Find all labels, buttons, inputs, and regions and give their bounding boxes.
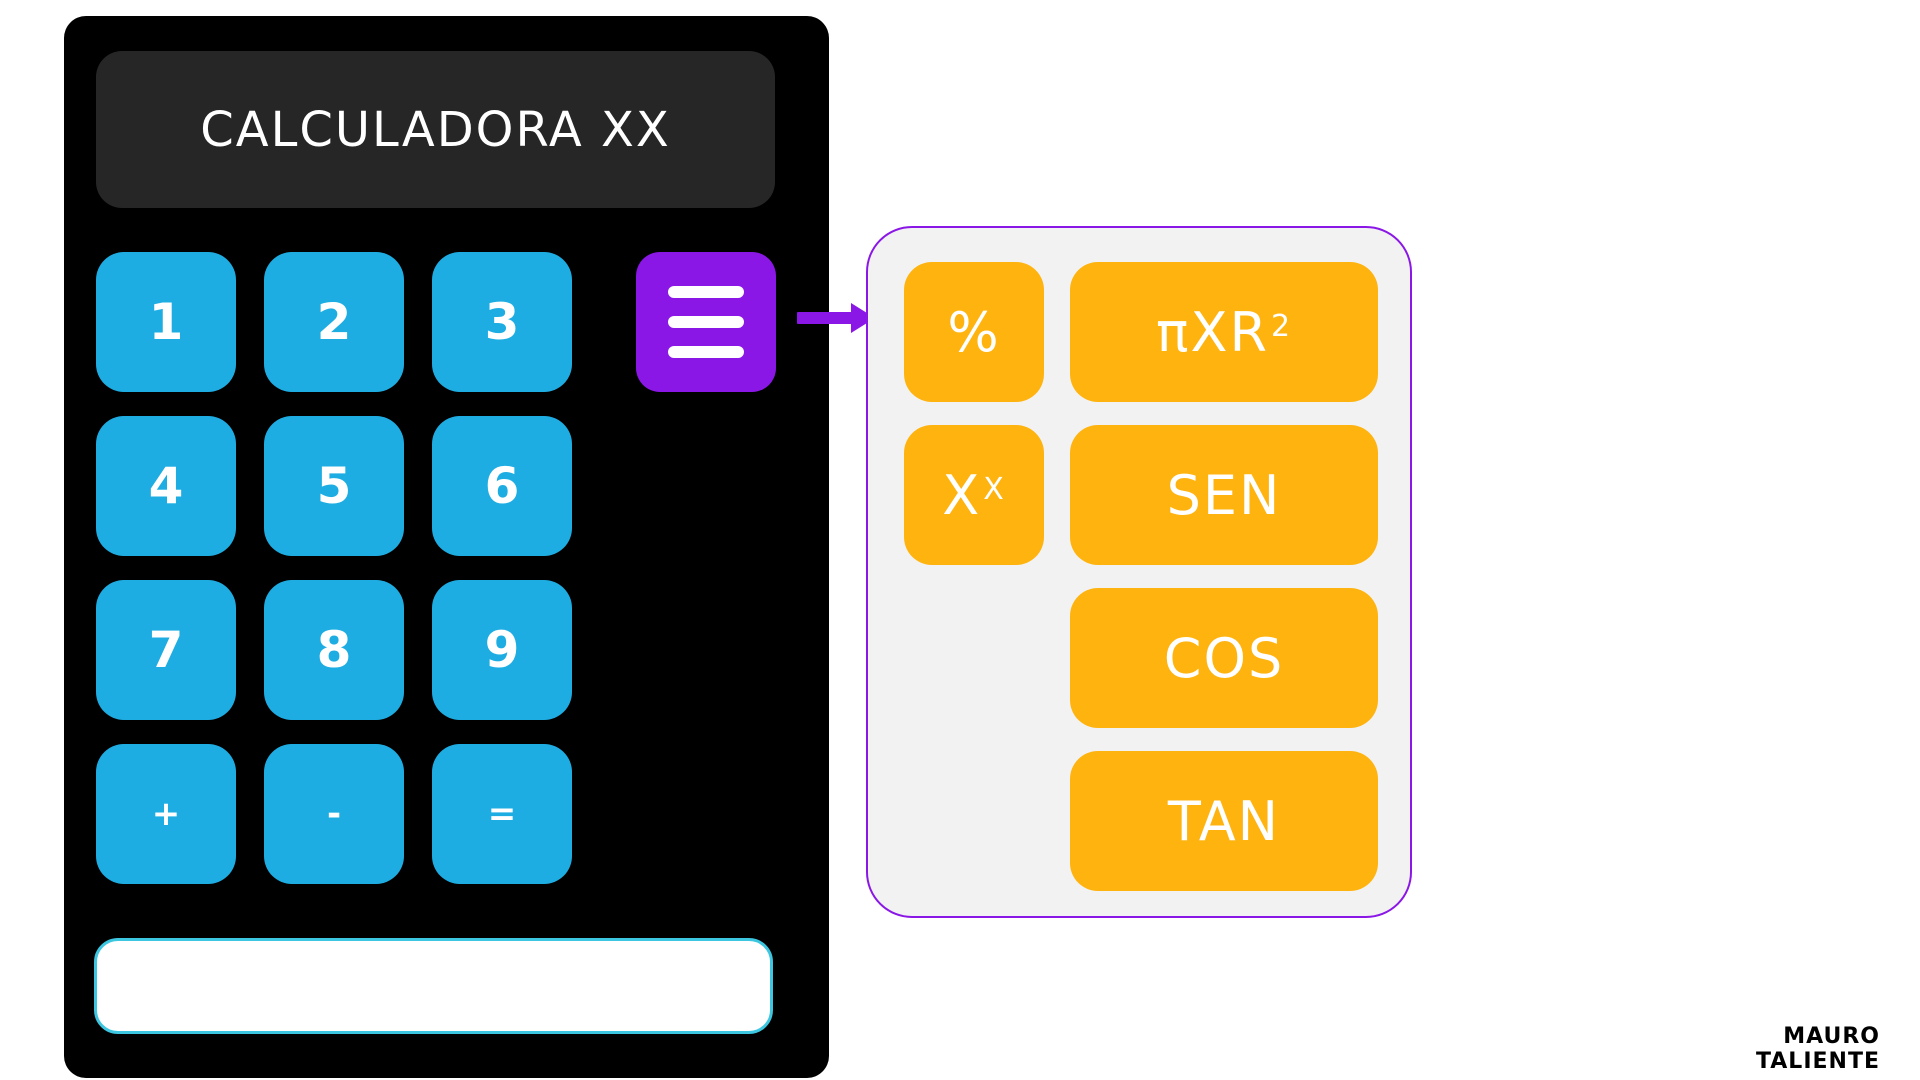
menu-icon-bar xyxy=(668,346,744,358)
calculator-title-display: CALCULADORA XX xyxy=(96,51,775,208)
circle-area-label: πXR xyxy=(1155,300,1269,364)
arrow-right-icon xyxy=(797,303,875,333)
menu-icon-bar xyxy=(668,286,744,298)
power-exponent: X xyxy=(983,471,1006,507)
key-9[interactable]: 9 xyxy=(432,580,572,720)
percent-label: % xyxy=(947,300,1001,364)
calculator-title: CALCULADORA XX xyxy=(200,101,671,158)
key-equals[interactable]: = xyxy=(432,744,572,884)
key-4[interactable]: 4 xyxy=(96,416,236,556)
key-1[interactable]: 1 xyxy=(96,252,236,392)
sin-button[interactable]: SEN xyxy=(1070,425,1378,565)
menu-icon-bar xyxy=(668,316,744,328)
key-plus[interactable]: + xyxy=(96,744,236,884)
key-8[interactable]: 8 xyxy=(264,580,404,720)
author-credit: MAURO TALIENTE xyxy=(1755,1024,1880,1074)
key-5[interactable]: 5 xyxy=(264,416,404,556)
key-2[interactable]: 2 xyxy=(264,252,404,392)
key-minus[interactable]: - xyxy=(264,744,404,884)
power-base-label: X xyxy=(942,463,982,527)
percent-button[interactable]: % xyxy=(904,262,1044,402)
result-field[interactable] xyxy=(94,938,773,1034)
tan-label: TAN xyxy=(1167,789,1281,853)
cos-label: COS xyxy=(1163,626,1285,690)
tan-button[interactable]: TAN xyxy=(1070,751,1378,891)
calculator-body: CALCULADORA XX 1 2 3 4 5 6 7 8 9 + - = xyxy=(64,16,829,1078)
key-3[interactable]: 3 xyxy=(432,252,572,392)
circle-area-exponent: 2 xyxy=(1270,308,1293,344)
menu-button[interactable] xyxy=(636,252,776,392)
cos-button[interactable]: COS xyxy=(1070,588,1378,728)
sin-label: SEN xyxy=(1166,463,1282,527)
key-6[interactable]: 6 xyxy=(432,416,572,556)
key-7[interactable]: 7 xyxy=(96,580,236,720)
